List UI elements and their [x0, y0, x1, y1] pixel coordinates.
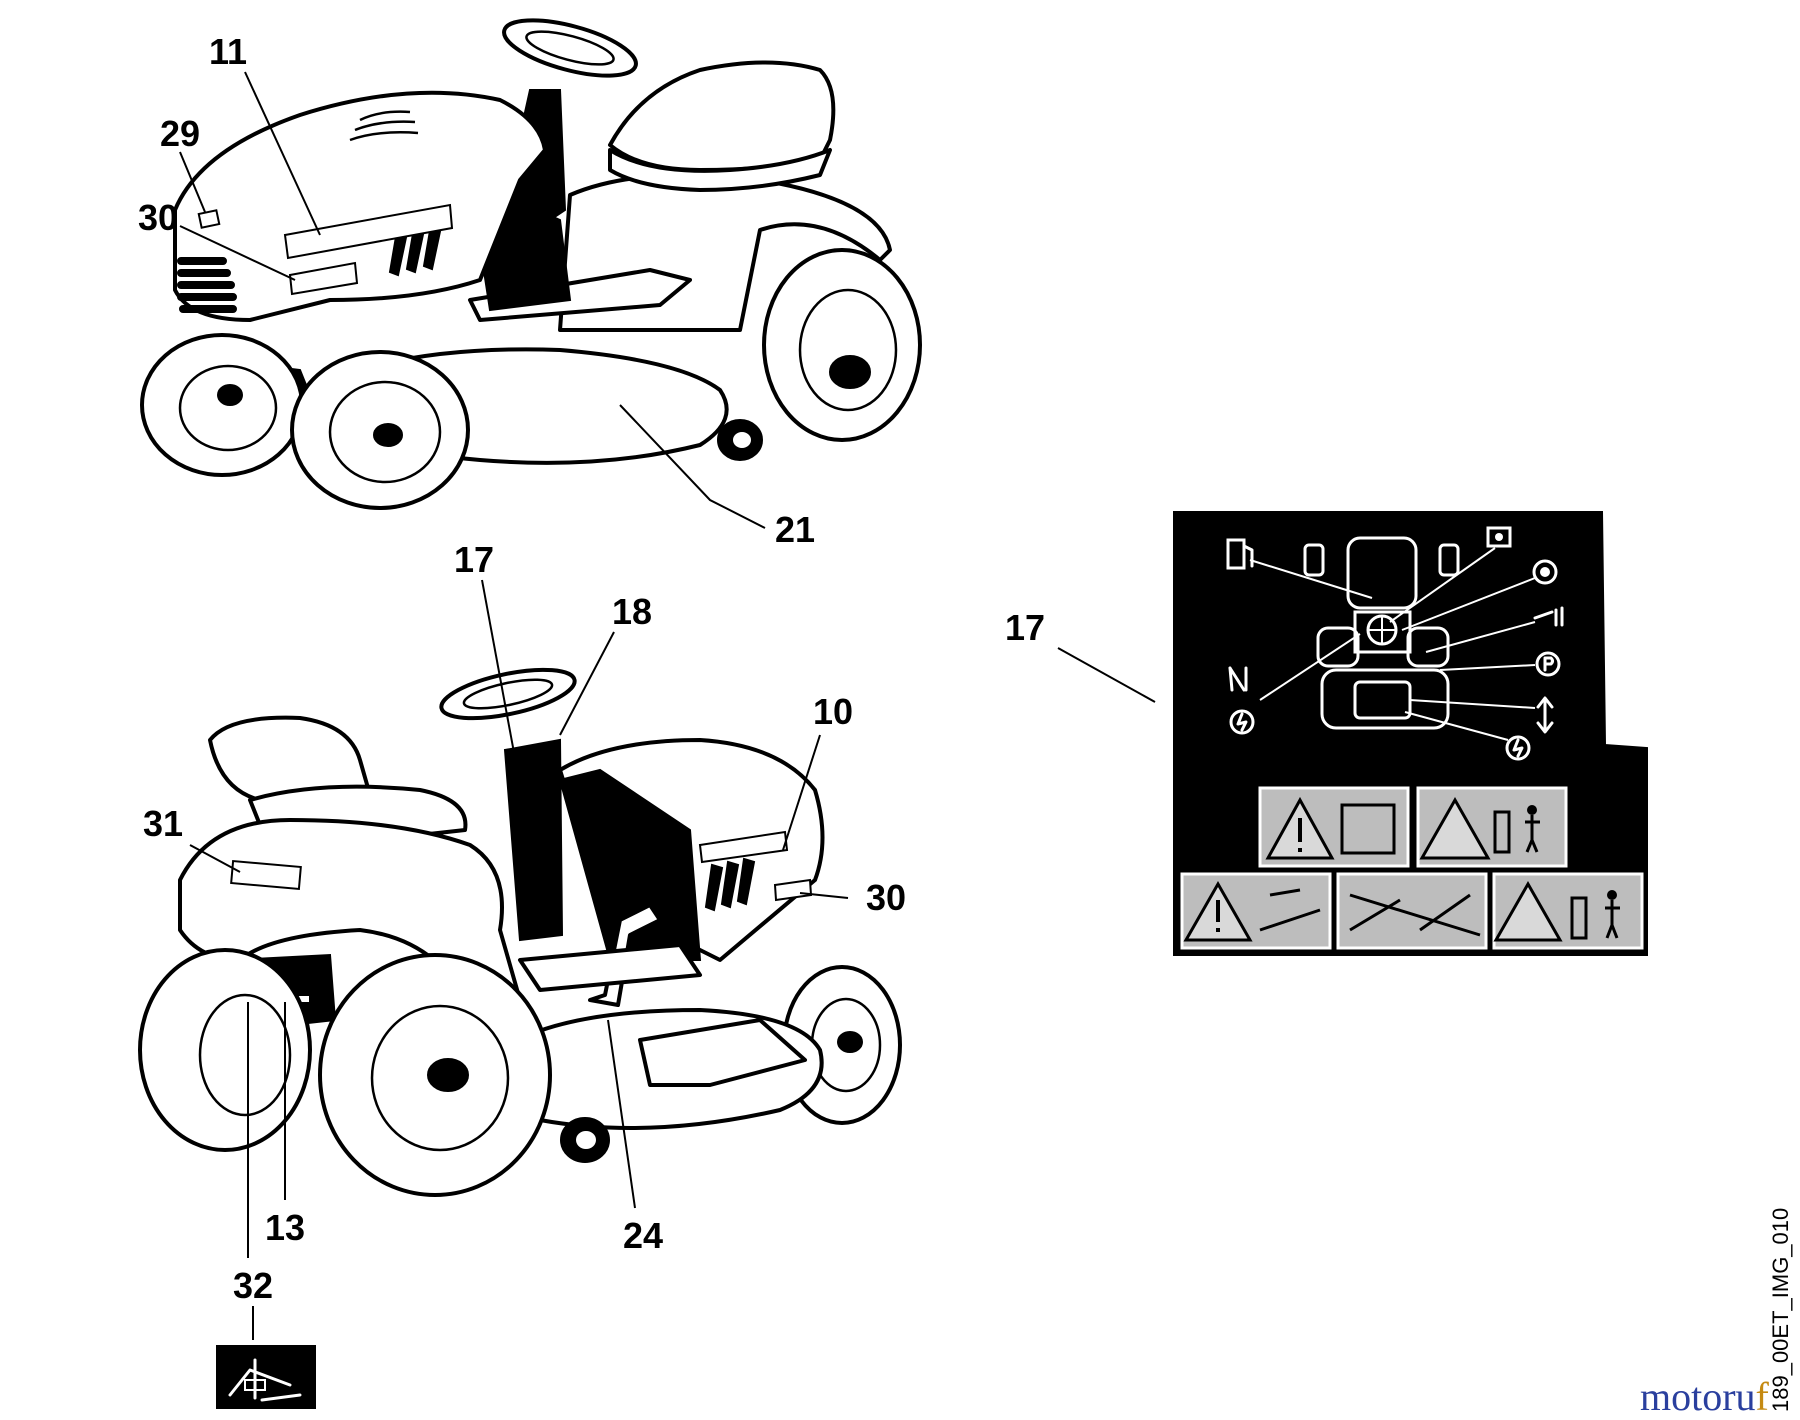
warning-panel-bottom-1 — [1180, 872, 1332, 950]
ignition-key-icon — [1229, 709, 1255, 735]
hood-decal-11 — [283, 203, 454, 260]
rear-view-steering-wheel — [439, 667, 577, 721]
callout-30-front: 30 — [138, 197, 178, 238]
footboard — [468, 268, 692, 322]
steering-wheel — [502, 18, 638, 78]
callout-21: 21 — [775, 509, 815, 550]
callout-13: 13 — [265, 1207, 305, 1248]
callout-17-rear: 17 — [454, 539, 494, 580]
hood-decal-30 — [288, 261, 359, 296]
control-leader-lines — [1249, 547, 1536, 741]
callout-10: 10 — [813, 691, 853, 732]
hood — [173, 90, 547, 322]
rear-view-decal-31 — [230, 859, 302, 891]
engine-icon — [1486, 526, 1512, 548]
rear-wheel-right — [762, 248, 922, 442]
callout-18: 18 — [612, 591, 652, 632]
start-icon — [1505, 735, 1531, 761]
cutting-height-icon — [1536, 696, 1554, 734]
callout-31: 31 — [143, 803, 183, 844]
callout-11: 11 — [209, 31, 247, 72]
decal-17-control-panel — [1173, 511, 1648, 956]
callout-24: 24 — [623, 1215, 663, 1256]
warning-panel-top-right — [1416, 786, 1568, 868]
front-grille — [177, 257, 237, 313]
rear-view-steering-column — [503, 738, 564, 942]
decal-32 — [216, 1345, 316, 1409]
warning-panel-bottom-2 — [1336, 872, 1488, 950]
warning-panel-bottom-3 — [1492, 872, 1644, 950]
image-id-label: 189_00ET_IMG_010 — [1768, 1208, 1793, 1412]
tractor-top-view-outline — [1303, 536, 1460, 730]
seat-cushion — [608, 148, 832, 192]
front-wheel-left — [140, 333, 304, 477]
watermark-logo: motoruf — [1640, 1374, 1770, 1419]
hood-decal-29 — [197, 209, 221, 229]
discharge-chute — [638, 1018, 807, 1087]
front-wheel-right — [290, 350, 470, 510]
callout-32: 32 — [233, 1265, 273, 1306]
throttle-icon — [1533, 606, 1564, 627]
tractor-front-view — [140, 18, 922, 510]
tractor-rear-view — [138, 667, 902, 1197]
rear-view-footboard — [518, 943, 702, 992]
callout-17-decal: 17 — [1005, 607, 1045, 648]
seat-back — [608, 60, 836, 172]
callout-30-rear: 30 — [866, 877, 906, 918]
rear-view-decal-10 — [698, 830, 789, 864]
warning-panel-top-left — [1258, 786, 1410, 868]
choke-icon — [1228, 666, 1248, 692]
parking-brake-icon — [1535, 651, 1561, 677]
rear-view-rear-wheel-right — [318, 953, 552, 1197]
rear-view-rear-wheel-left — [138, 948, 312, 1152]
callout-29: 29 — [160, 113, 200, 154]
blade-engage-icon — [1532, 559, 1558, 585]
